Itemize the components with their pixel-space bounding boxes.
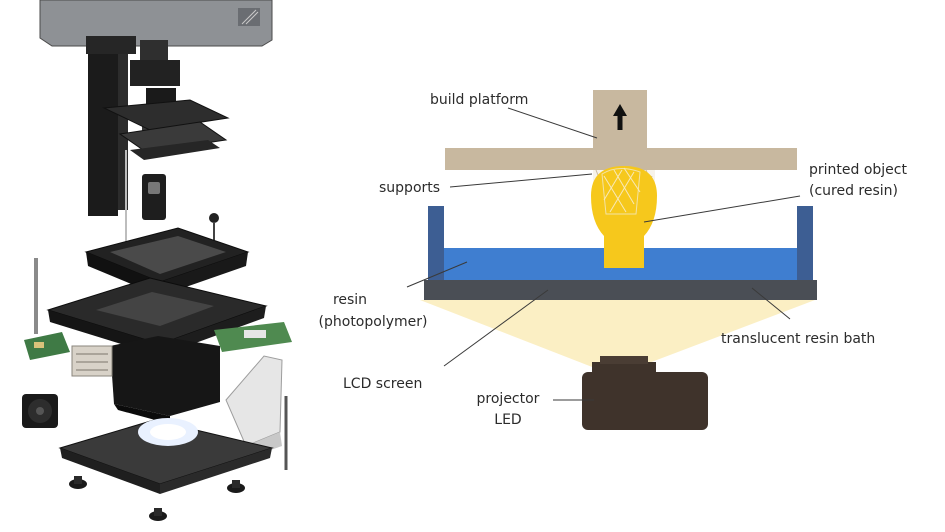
printed-object [591,166,657,268]
exploded-printer-illustration [22,0,292,521]
projector-led [582,356,708,430]
leader-lines [406,107,801,401]
label-photopolymer: (photopolymer) [319,314,428,330]
label-lcd-screen: LCD screen [343,376,422,392]
label-projector: projector [477,391,540,407]
supports [593,169,655,207]
label-build-platform: build platform [430,92,528,108]
resin-pool [444,248,797,280]
z-axis-column [86,36,230,248]
label-supports: supports [379,180,440,196]
printer-base [58,418,274,494]
cooling-fan [22,394,58,428]
rubber-feet [69,476,245,521]
lcd-screen-bar [424,280,817,300]
label-printed-object: printed object [809,162,907,178]
label-resin: resin [333,292,367,308]
label-translucent-resin-bath: translucent resin bath [721,331,875,347]
label-led: LED [494,412,521,428]
resin-vat-walls [428,206,813,284]
light-engine [71,336,220,424]
circuit-boards [24,258,292,360]
light-cone [420,300,815,372]
build-platform [445,90,797,170]
up-arrow-icon [613,104,627,130]
label-cured-resin: (cured resin) [809,183,898,199]
printer-cover [39,0,273,47]
